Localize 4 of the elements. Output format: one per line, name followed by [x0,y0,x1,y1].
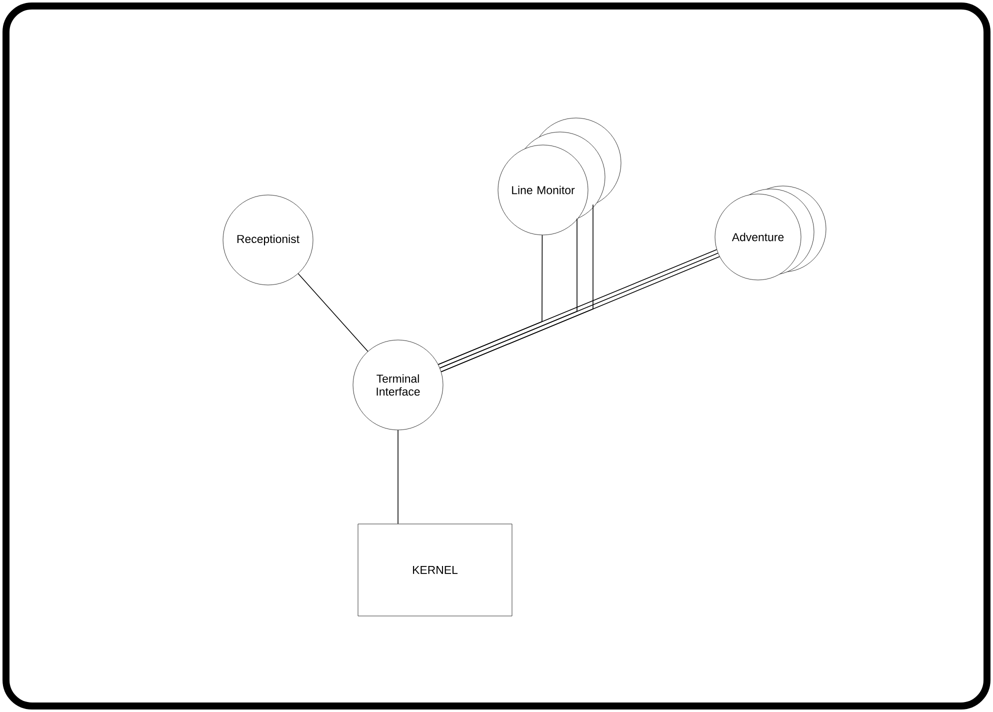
process-box: KERNEL [358,524,512,616]
stacked-circles: Line Monitor [498,118,622,236]
stacked-circles: Adventure [714,186,826,280]
connector-line [298,273,368,352]
